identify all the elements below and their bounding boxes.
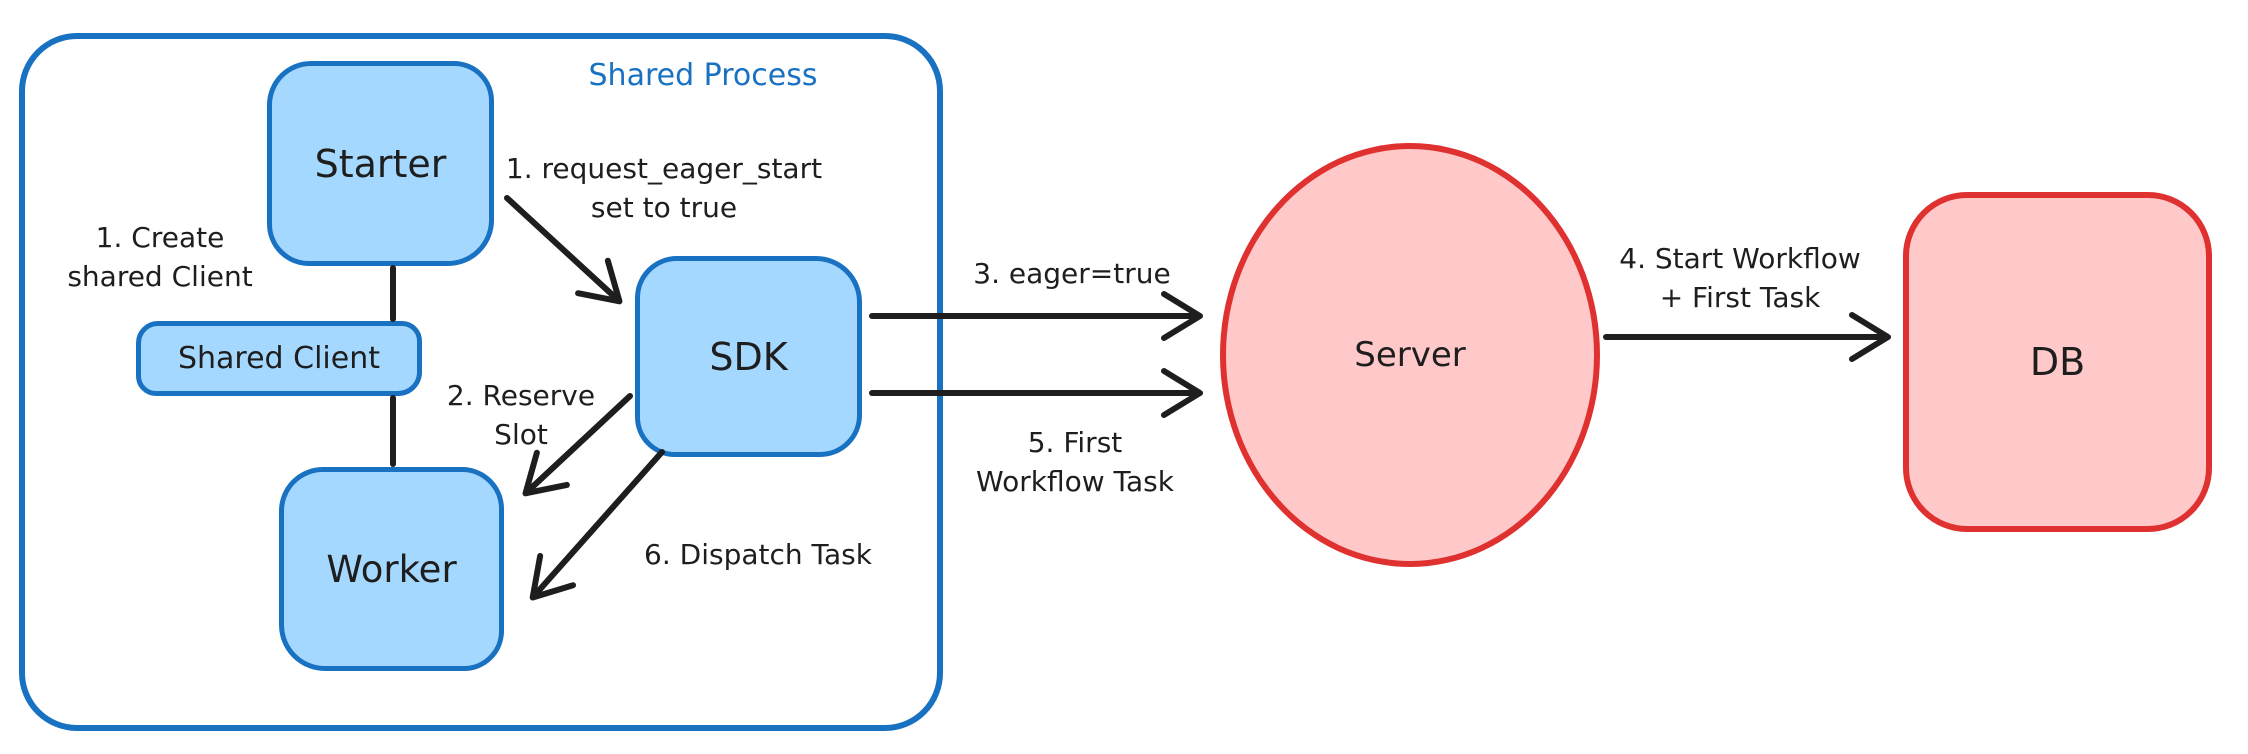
annotation-request-eager-start-line2: set to true <box>590 191 738 224</box>
annotation-create-shared-client-line1: 1. Create <box>95 221 225 254</box>
node-worker: Worker <box>279 467 504 671</box>
annotation-start-workflow: 4. Start Workflow + First Task <box>1619 239 1861 317</box>
node-sdk: SDK <box>635 256 862 457</box>
annotation-reserve-slot-line1: 2. Reserve <box>446 379 596 412</box>
annotation-dispatch-task: 6. Dispatch Task <box>644 535 872 574</box>
annotation-reserve-slot: 2. Reserve Slot <box>447 376 595 454</box>
node-starter-label: Starter <box>314 141 447 186</box>
annotation-eager-true: 3. eager=true <box>973 254 1170 293</box>
annotation-request-eager-start-line1: 1. request_eager_start <box>505 152 823 185</box>
node-starter: Starter <box>267 61 494 266</box>
shared-process-group <box>19 33 943 731</box>
node-shared-client: Shared Client <box>136 321 422 396</box>
node-shared-client-label: Shared Client <box>177 341 380 376</box>
node-db: DB <box>1903 192 2212 532</box>
annotation-reserve-slot-line2: Slot <box>494 418 548 451</box>
node-server: Server <box>1220 143 1600 567</box>
annotation-start-workflow-line2: + First Task <box>1659 281 1821 314</box>
node-worker-label: Worker <box>326 547 457 591</box>
annotation-create-shared-client-line2: shared Client <box>67 260 253 293</box>
shared-process-label: Shared Process <box>588 58 818 93</box>
node-server-label: Server <box>1354 335 1466 375</box>
annotation-start-workflow-line1: 4. Start Workflow <box>1619 242 1861 275</box>
annotation-first-workflow-task: 5. First Workflow Task <box>976 423 1174 501</box>
annotation-eager-true-text: 3. eager=true <box>973 257 1171 290</box>
annotation-first-workflow-task-line2: Workflow Task <box>976 465 1174 498</box>
annotation-request-eager-start: 1. request_eager_start set to true <box>506 149 822 227</box>
node-db-label: DB <box>2029 340 2086 384</box>
annotation-first-workflow-task-line1: 5. First <box>1027 426 1123 459</box>
annotation-create-shared-client: 1. Create shared Client <box>67 218 252 296</box>
node-sdk-label: SDK <box>709 334 788 379</box>
annotation-dispatch-task-text: 6. Dispatch Task <box>644 538 872 571</box>
